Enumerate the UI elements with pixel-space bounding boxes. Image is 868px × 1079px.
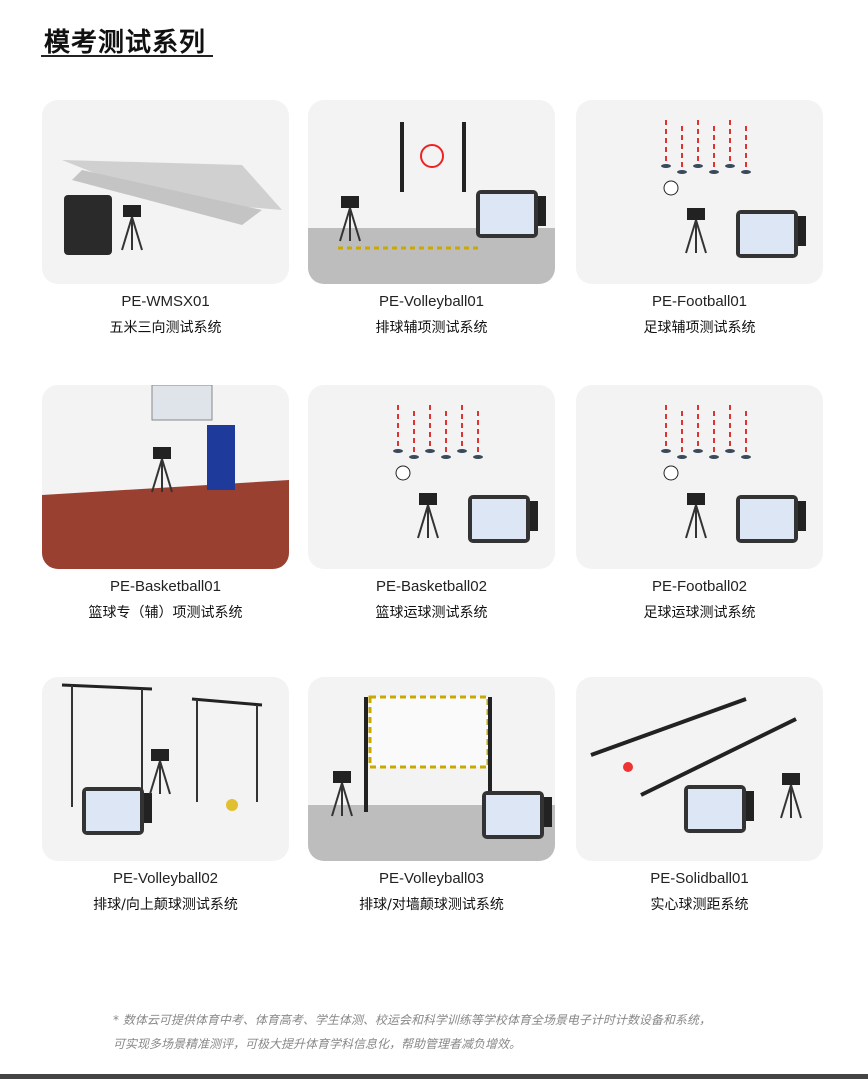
- product-model: PE-WMSX01: [121, 293, 210, 310]
- product-card: PE-Football01 足球辅项测试系统: [576, 100, 823, 337]
- product-card: PE-Football02 足球运球测试系统: [576, 385, 823, 622]
- product-image: [308, 677, 555, 861]
- product-model: PE-Solidball01: [650, 870, 749, 887]
- product-image: [576, 385, 823, 569]
- product-name: 篮球运球测试系统: [375, 605, 488, 621]
- product-card: PE-Solidball01 实心球测距系统: [576, 677, 823, 914]
- product-name: 五米三向测试系统: [109, 320, 222, 336]
- footnote-line-1: * 数体云可提供体育中考、体育高考、学生体测、校运会和科学训练等学校体育全场景电…: [113, 1013, 711, 1027]
- product-model: PE-Volleyball01: [378, 293, 485, 310]
- product-card: PE-Basketball02 篮球运球测试系统: [308, 385, 555, 622]
- product-card: PE-WMSX01 五米三向测试系统: [42, 100, 289, 337]
- footnote: * 数体云可提供体育中考、体育高考、学生体测、校运会和科学训练等学校体育全场景电…: [113, 1008, 711, 1056]
- product-image: [308, 100, 555, 284]
- bottom-bar: [0, 1074, 868, 1079]
- product-image: [42, 385, 289, 569]
- product-name: 足球运球测试系统: [643, 605, 756, 621]
- product-card: PE-Volleyball02 排球/向上颠球测试系统: [42, 677, 289, 914]
- product-image: [42, 677, 289, 861]
- product-card: PE-Volleyball01 排球辅项测试系统: [308, 100, 555, 337]
- product-card: PE-Basketball01 篮球专（辅）项测试系统: [42, 385, 289, 622]
- product-image: [576, 677, 823, 861]
- product-image: [308, 385, 555, 569]
- product-name: 排球/对墙颠球测试系统: [359, 897, 504, 913]
- page-title: 模考测试系列: [44, 28, 207, 58]
- product-model: PE-Basketball02: [376, 578, 487, 595]
- product-name: 排球辅项测试系统: [375, 320, 488, 336]
- product-image: [576, 100, 823, 284]
- product-image: [42, 100, 289, 284]
- title-underline: [41, 55, 213, 57]
- product-model: PE-Volleyball02: [112, 870, 219, 887]
- product-name: 实心球测距系统: [650, 897, 749, 913]
- product-model: PE-Basketball01: [110, 578, 221, 595]
- footnote-line-2: 可实现多场景精准测评，可极大提升体育学科信息化，帮助管理者减负增效。: [113, 1037, 522, 1051]
- product-name: 足球辅项测试系统: [643, 320, 756, 336]
- product-card: PE-Volleyball03 排球/对墙颠球测试系统: [308, 677, 555, 914]
- product-model: PE-Football01: [651, 293, 748, 310]
- product-model: PE-Volleyball03: [378, 870, 485, 887]
- product-name: 篮球专（辅）项测试系统: [88, 605, 243, 621]
- product-model: PE-Football02: [651, 578, 748, 595]
- product-name: 排球/向上颠球测试系统: [93, 897, 238, 913]
